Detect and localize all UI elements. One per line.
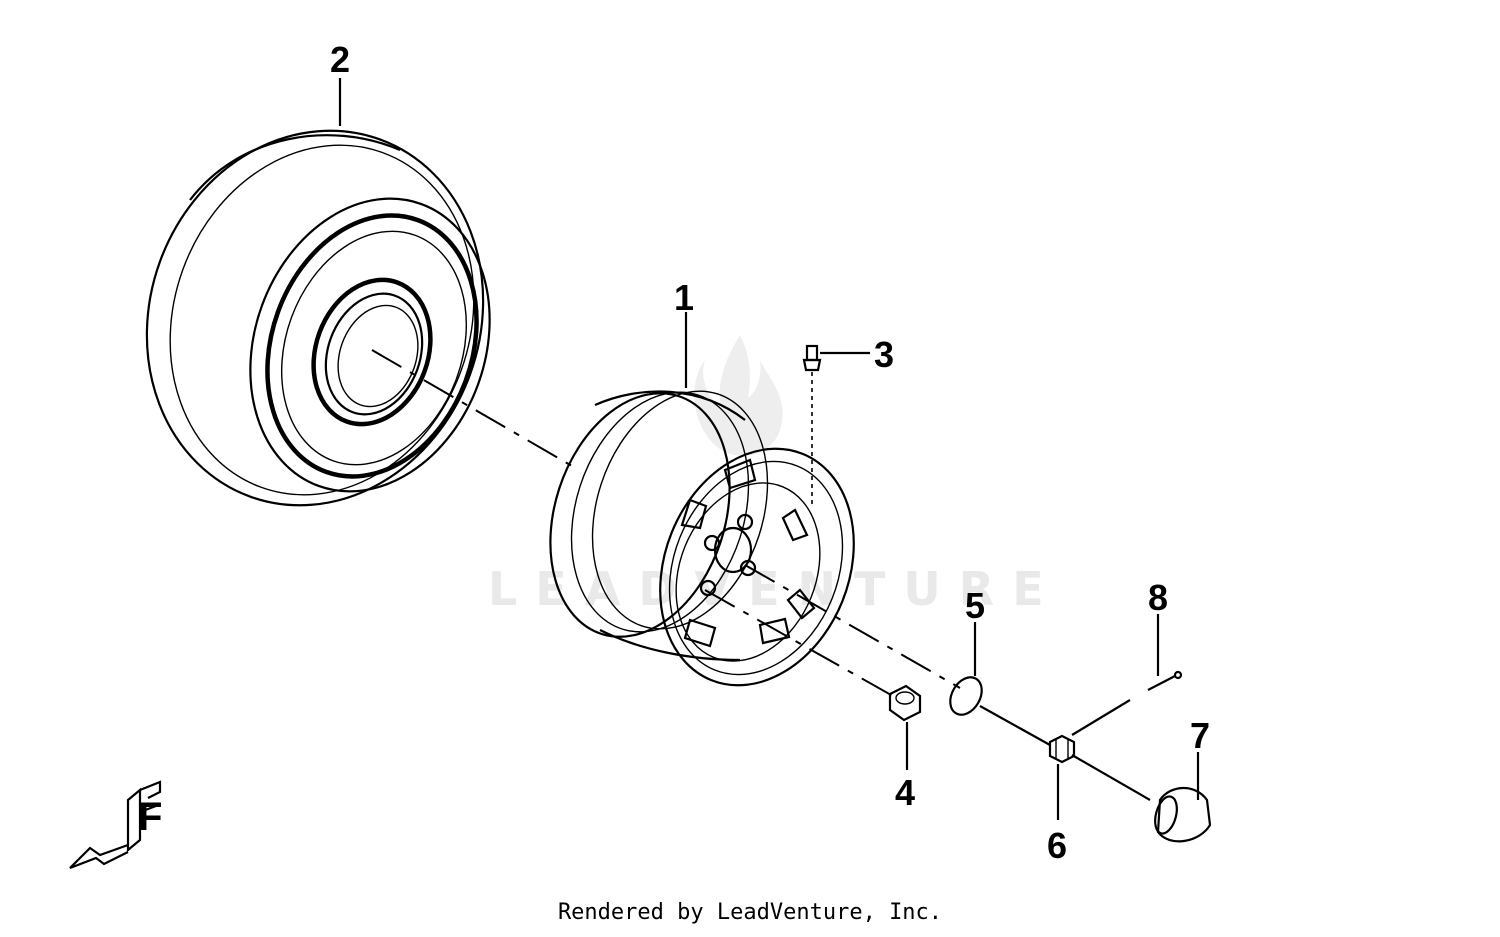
lug-nut[interactable]: [888, 684, 922, 722]
render-credit: Rendered by LeadVenture, Inc.: [557, 900, 943, 925]
tire[interactable]: [95, 83, 535, 553]
callout-1[interactable]: 1: [674, 277, 694, 318]
callout-7[interactable]: 7: [1190, 715, 1210, 756]
callout-3[interactable]: 3: [874, 334, 894, 375]
wheel-rim[interactable]: [521, 368, 888, 714]
cotter-pin[interactable]: [1071, 670, 1183, 736]
hub-cap[interactable]: [1151, 786, 1212, 843]
callout-6[interactable]: 6: [1047, 825, 1067, 866]
leader-lines: [338, 78, 1200, 820]
front-marker-letter: F: [138, 795, 162, 839]
callout-2[interactable]: 2: [330, 39, 350, 80]
callout-5[interactable]: 5: [965, 585, 985, 626]
callout-4[interactable]: 4: [895, 772, 915, 813]
washer[interactable]: [944, 672, 988, 721]
watermark: LEADVENTURE: [488, 335, 1044, 616]
front-direction-marker: F: [69, 780, 162, 870]
callout-8[interactable]: 8: [1148, 577, 1168, 618]
valve-stem[interactable]: [802, 344, 822, 372]
castle-nut[interactable]: [1048, 734, 1076, 764]
